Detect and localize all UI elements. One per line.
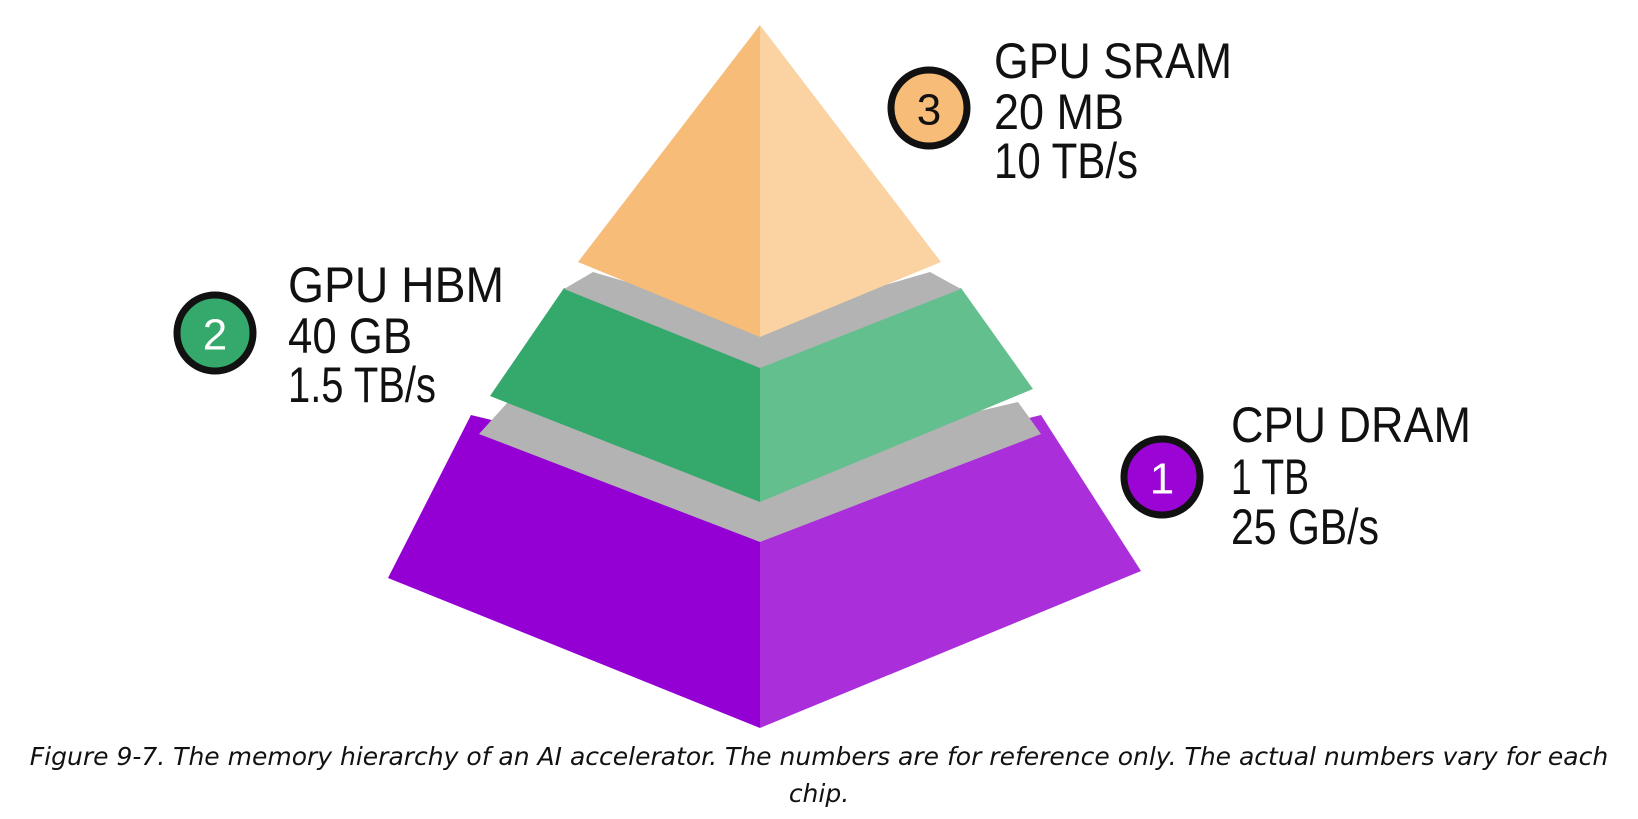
gpu-sram-name: GPU SRAM <box>994 33 1232 89</box>
tier-gpu-sram-right-face <box>760 25 941 337</box>
figure-caption: Figure 9-7. The memory hierarchy of an A… <box>29 742 1609 808</box>
cpu-dram-capacity: 1 TB <box>1231 449 1309 505</box>
level-badge-3-number: 3 <box>917 86 941 135</box>
tier-gpu-hbm-right-face <box>760 288 1033 502</box>
cpu-dram-name: CPU DRAM <box>1231 397 1471 453</box>
memory-hierarchy-pyramid: 3 GPU SRAM 20 MB 10 TB/s 2 GPU HBM 40 GB… <box>173 25 1471 728</box>
label-gpu-sram: 3 GPU SRAM 20 MB 10 TB/s <box>887 33 1232 189</box>
gpu-hbm-name: GPU HBM <box>288 257 504 313</box>
label-cpu-dram: 1 CPU DRAM 1 TB 25 GB/s <box>1120 397 1471 555</box>
level-badge-1 <box>1120 435 1204 519</box>
cpu-dram-bandwidth: 25 GB/s <box>1231 499 1379 555</box>
level-badge-2-number: 2 <box>203 311 227 360</box>
level-badge-2 <box>173 291 257 375</box>
gpu-sram-capacity: 20 MB <box>994 84 1124 140</box>
level-badge-3 <box>887 66 971 150</box>
gpu-hbm-capacity: 40 GB <box>288 308 412 364</box>
level-badge-1-number: 1 <box>1150 455 1174 504</box>
tier-gpu-sram-left-face <box>578 25 760 337</box>
tier-gpu-sram <box>578 25 941 337</box>
tier-gpu-hbm-left-face <box>490 288 760 502</box>
gpu-hbm-bandwidth: 1.5 TB/s <box>288 357 436 413</box>
label-gpu-hbm: 2 GPU HBM 40 GB 1.5 TB/s <box>173 257 504 413</box>
gpu-sram-bandwidth: 10 TB/s <box>994 133 1138 189</box>
